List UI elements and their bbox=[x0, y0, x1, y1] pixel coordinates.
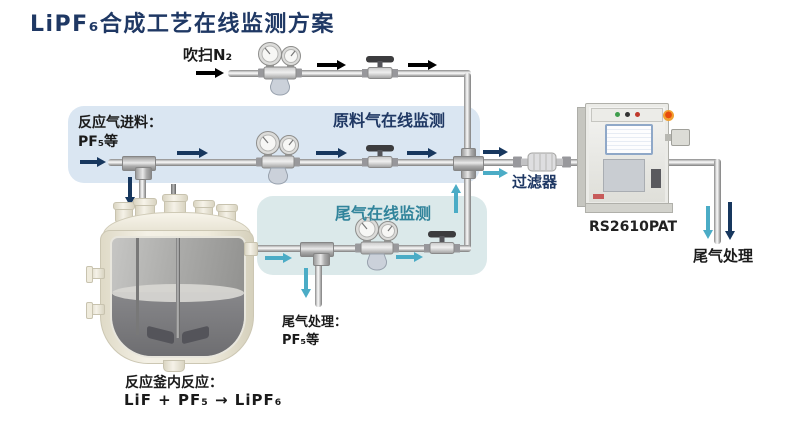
purge-gas-label: 吹扫N₂ bbox=[183, 46, 233, 64]
flow-arrow-down-icon bbox=[125, 177, 135, 206]
pipe-feed-to-reactor bbox=[139, 165, 146, 213]
shutoff-valve-icon bbox=[359, 56, 401, 88]
pressure-regulator-icon bbox=[251, 130, 305, 190]
reactor-glass bbox=[110, 236, 246, 358]
reactor-bottom-drain bbox=[163, 360, 185, 372]
feed-gas-label-line2: PF₅等 bbox=[78, 134, 118, 150]
reactor-outlet-flange bbox=[244, 242, 258, 256]
hmi-arm bbox=[665, 134, 673, 141]
flow-arrow-up-icon bbox=[451, 184, 461, 213]
tailgas-treatment-label-line2: PF₅等 bbox=[282, 333, 320, 348]
reactor-caption-line1: 反应釜内反应： bbox=[125, 375, 223, 391]
page-title: LiPF₆合成工艺在线监测方案 bbox=[30, 12, 335, 37]
tee-fitting-stub bbox=[135, 167, 152, 180]
brand-logo bbox=[593, 194, 604, 199]
feed-gas-label-line1: 反应气进料： bbox=[78, 115, 162, 131]
flow-arrow-down-icon bbox=[703, 206, 713, 239]
feed-monitoring-title: 原料气在线监测 bbox=[333, 111, 446, 130]
flow-arrow-right-icon bbox=[408, 60, 437, 70]
cabinet-plinth bbox=[585, 203, 673, 213]
flow-arrow-right-icon bbox=[483, 168, 508, 178]
pressure-regulator-icon bbox=[350, 216, 404, 276]
analyzer-cabinet bbox=[577, 103, 690, 215]
analyzer-display-screen bbox=[605, 124, 653, 155]
black-indicator-light bbox=[625, 112, 630, 117]
tailgas-treatment-label-line1: 尾气处理： bbox=[282, 315, 348, 330]
flow-arrow-right-icon bbox=[177, 148, 208, 158]
filter-label: 过滤器 bbox=[512, 173, 558, 191]
tee-fitting-stub bbox=[313, 253, 330, 266]
flow-arrow-right-icon bbox=[265, 253, 292, 263]
pipe-outlet bbox=[714, 159, 721, 244]
cross-fitting-icon bbox=[453, 156, 484, 171]
pressure-regulator-icon bbox=[253, 41, 307, 101]
stirrer-shaft bbox=[176, 238, 180, 338]
flow-arrow-right-icon bbox=[196, 68, 224, 78]
flow-arrow-right-icon bbox=[317, 60, 346, 70]
flow-arrow-down-icon bbox=[301, 268, 311, 298]
reactor-vessel bbox=[86, 184, 258, 372]
stirrer-shaft bbox=[171, 184, 176, 202]
red-indicator-light bbox=[635, 112, 640, 117]
flow-arrow-right-icon bbox=[396, 252, 423, 262]
reactor-side-port bbox=[86, 302, 105, 319]
reaction-equation: LiF + PF₅ → LiPF₆ bbox=[124, 391, 283, 409]
flow-arrow-right-icon bbox=[407, 148, 437, 158]
tailgas-monitoring-title: 尾气在线监测 bbox=[335, 204, 432, 223]
analyzer-model-label: RS2610PAT bbox=[589, 219, 678, 235]
shutoff-valve-icon bbox=[421, 231, 463, 263]
flow-arrow-right-icon bbox=[80, 157, 106, 167]
cabinet-window-panel bbox=[603, 159, 645, 192]
thermowell bbox=[136, 238, 139, 335]
pipe-purge bbox=[228, 70, 471, 77]
green-indicator-light bbox=[615, 112, 620, 117]
reactor-side-port bbox=[86, 266, 105, 283]
shutoff-valve-icon bbox=[359, 145, 401, 177]
flow-arrow-right-icon bbox=[483, 147, 508, 157]
flow-arrow-right-icon bbox=[316, 148, 347, 158]
pipe-tailgas-branch bbox=[315, 251, 322, 307]
hmi-panel bbox=[671, 129, 690, 146]
cabinet-junction-box bbox=[651, 169, 661, 188]
emergency-stop-button bbox=[663, 110, 674, 121]
flow-arrow-down-icon bbox=[725, 202, 735, 240]
outlet-treatment-label: 尾气处理 bbox=[693, 247, 754, 265]
inline-filter-icon bbox=[513, 151, 571, 177]
